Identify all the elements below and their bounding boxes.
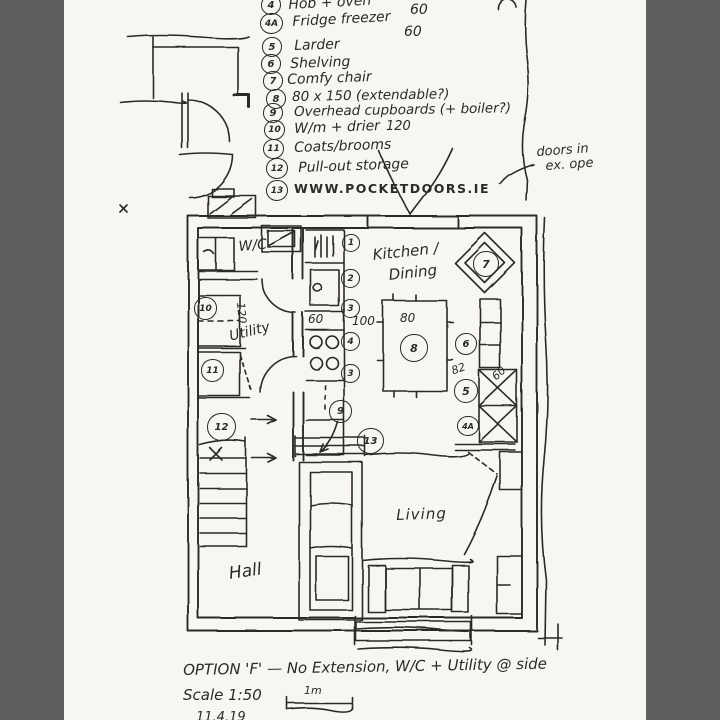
legend-label: Shelving [289,53,351,72]
doors-note-arrows [377,147,534,215]
interior-wall [292,227,304,461]
stairs [199,437,247,547]
plan-callout-4a: 4A [457,416,479,436]
plan-callout-1: 1 [342,234,360,252]
room-label-wc: W/C [237,236,268,255]
chimney-stubs [496,451,523,615]
legend-label: WWW.POCKETDOORS.IE [294,181,491,196]
left-grey-bar [0,0,64,720]
legend-number: 12 [266,158,288,179]
legend-number: 10 [264,120,285,140]
living-divider [364,451,498,555]
legend-label: W/m + drier [293,118,381,137]
corner-marks [537,623,563,651]
dining-table [376,294,454,398]
bottom-sofa-window [354,557,474,653]
left-sofa [298,461,363,621]
dim-table: 80 [400,311,416,325]
plan-callout-11: 11 [201,359,224,382]
plan-callout-3a: 3 [341,299,360,318]
wc-utility-fixtures [197,237,258,399]
legend-number: 7 [263,71,283,91]
room-label-hall: Hall [227,559,263,584]
scale-bar-label: 1m [304,684,322,697]
plan-walls [187,215,538,632]
neighbour-outline [119,34,251,213]
legend-label: Pull-out storage [297,156,410,176]
shelving-unit [479,298,501,369]
pocket-door [294,435,366,457]
legend-number: 4A [260,13,283,34]
date-note: 11.4.19 [196,710,246,720]
pullout-arrows [251,415,277,463]
scale-bar [286,696,353,713]
plan-callout-8: 8 [400,334,428,362]
plan-callout-9: 9 [329,400,352,423]
dim-aisle: 100 [352,314,375,328]
legend-label: Comfy chair [286,69,372,88]
dim-fridge-w: 60 [410,2,428,18]
dim-counter: 60 [308,312,324,326]
plan-callout-5: 5 [454,379,478,403]
top-window [207,188,257,219]
door-swings [259,278,297,393]
plan-callout-6: 6 [455,333,477,355]
right-grey-bar [646,0,720,720]
comfy-chair [454,232,516,294]
legend-number: 11 [263,139,284,159]
dim-wm-width: 120 [386,119,411,134]
doors-note-line2: ex. ope [544,155,595,174]
scale-label: Scale 1:50 [183,686,262,704]
legend-label: Coats/brooms [293,136,392,156]
dim-fridge-d: 60 [404,24,422,40]
larder-unit [454,369,518,451]
plan-callout-2: 2 [341,269,360,288]
plan-callout-13: 13 [357,428,384,454]
legend-number: 13 [266,180,288,201]
plan-callout-12: 12 [207,413,236,441]
dim-washer: 120 [234,301,249,324]
plan-callout-4: 4 [341,332,360,351]
legend-label: Larder [293,36,340,54]
plan-callout-7: 7 [473,251,499,277]
room-label-living: Living [395,504,448,524]
partial-circle [497,0,517,10]
plan-callout-10: 10 [194,297,217,320]
wc-window [261,225,302,253]
boundary-lines [521,0,549,646]
plan-callout-3b: 3 [341,364,360,383]
